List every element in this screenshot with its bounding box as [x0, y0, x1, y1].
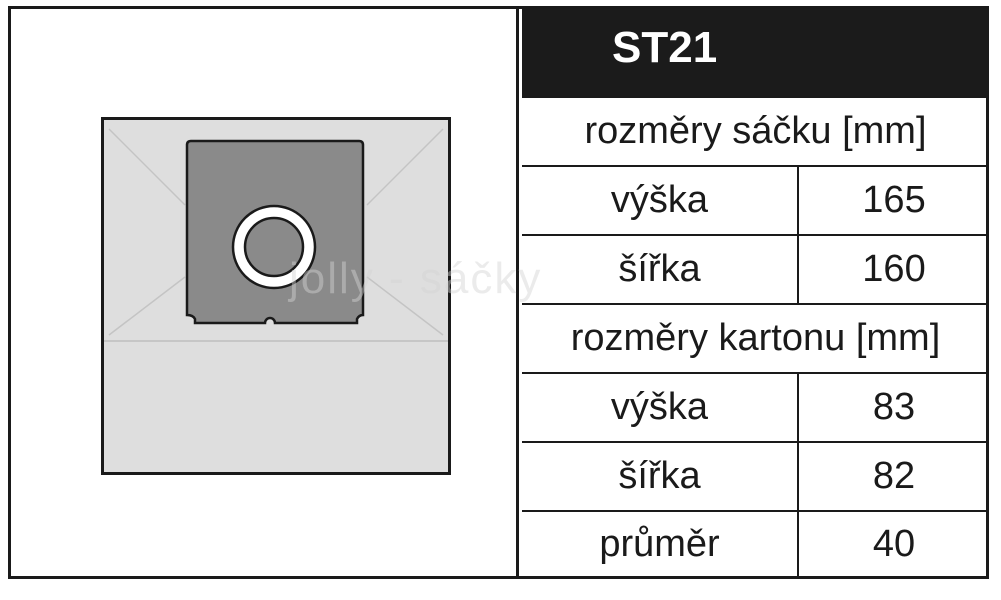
- bag-dimensions-header: rozměry sáčku [mm]: [584, 110, 927, 152]
- vacuum-bag-diagram: [101, 117, 451, 475]
- carton-dimensions-header-row: rozměry kartonu [mm]: [522, 303, 989, 372]
- collar-opening: [243, 216, 305, 278]
- bag-height-value: 165: [862, 179, 926, 221]
- carton-height-value: 83: [872, 386, 916, 428]
- carton-width-value: 82: [872, 455, 916, 497]
- table-row: šířka 160: [522, 234, 989, 303]
- bag-crease-bottom-left: [108, 276, 186, 336]
- carton-height-label: výška: [522, 374, 799, 441]
- table-row: šířka 82: [522, 441, 989, 510]
- carton-dimensions-header: rozměry kartonu [mm]: [570, 317, 941, 359]
- bag-crease-top-right: [366, 128, 444, 206]
- bag-width-value: 160: [862, 248, 926, 290]
- carton-width-label: šířka: [522, 443, 799, 510]
- table-row: výška 83: [522, 372, 989, 441]
- carton-diameter-value: 40: [872, 522, 916, 565]
- bag-width-label: šířka: [522, 236, 799, 303]
- carton-diameter-label: průměr: [522, 512, 799, 576]
- bag-crease-top-left: [108, 128, 186, 206]
- bag-height-label: výška: [522, 167, 799, 234]
- table-row: výška 165: [522, 165, 989, 234]
- spec-sheet: jolly - sáčky ST21 rozměry sáčku [mm] vý…: [8, 6, 989, 579]
- title-bar: ST21: [522, 9, 989, 96]
- dimensions-table: ST21 rozměry sáčku [mm] výška 165 šířka …: [522, 9, 989, 576]
- model-title: ST21: [612, 23, 718, 72]
- bag-illustration-panel: jolly - sáčky: [11, 9, 540, 576]
- table-row: průměr 40: [522, 510, 989, 576]
- bag-crease-bottom-right: [366, 276, 444, 336]
- bag-dimensions-header-row: rozměry sáčku [mm]: [522, 96, 989, 165]
